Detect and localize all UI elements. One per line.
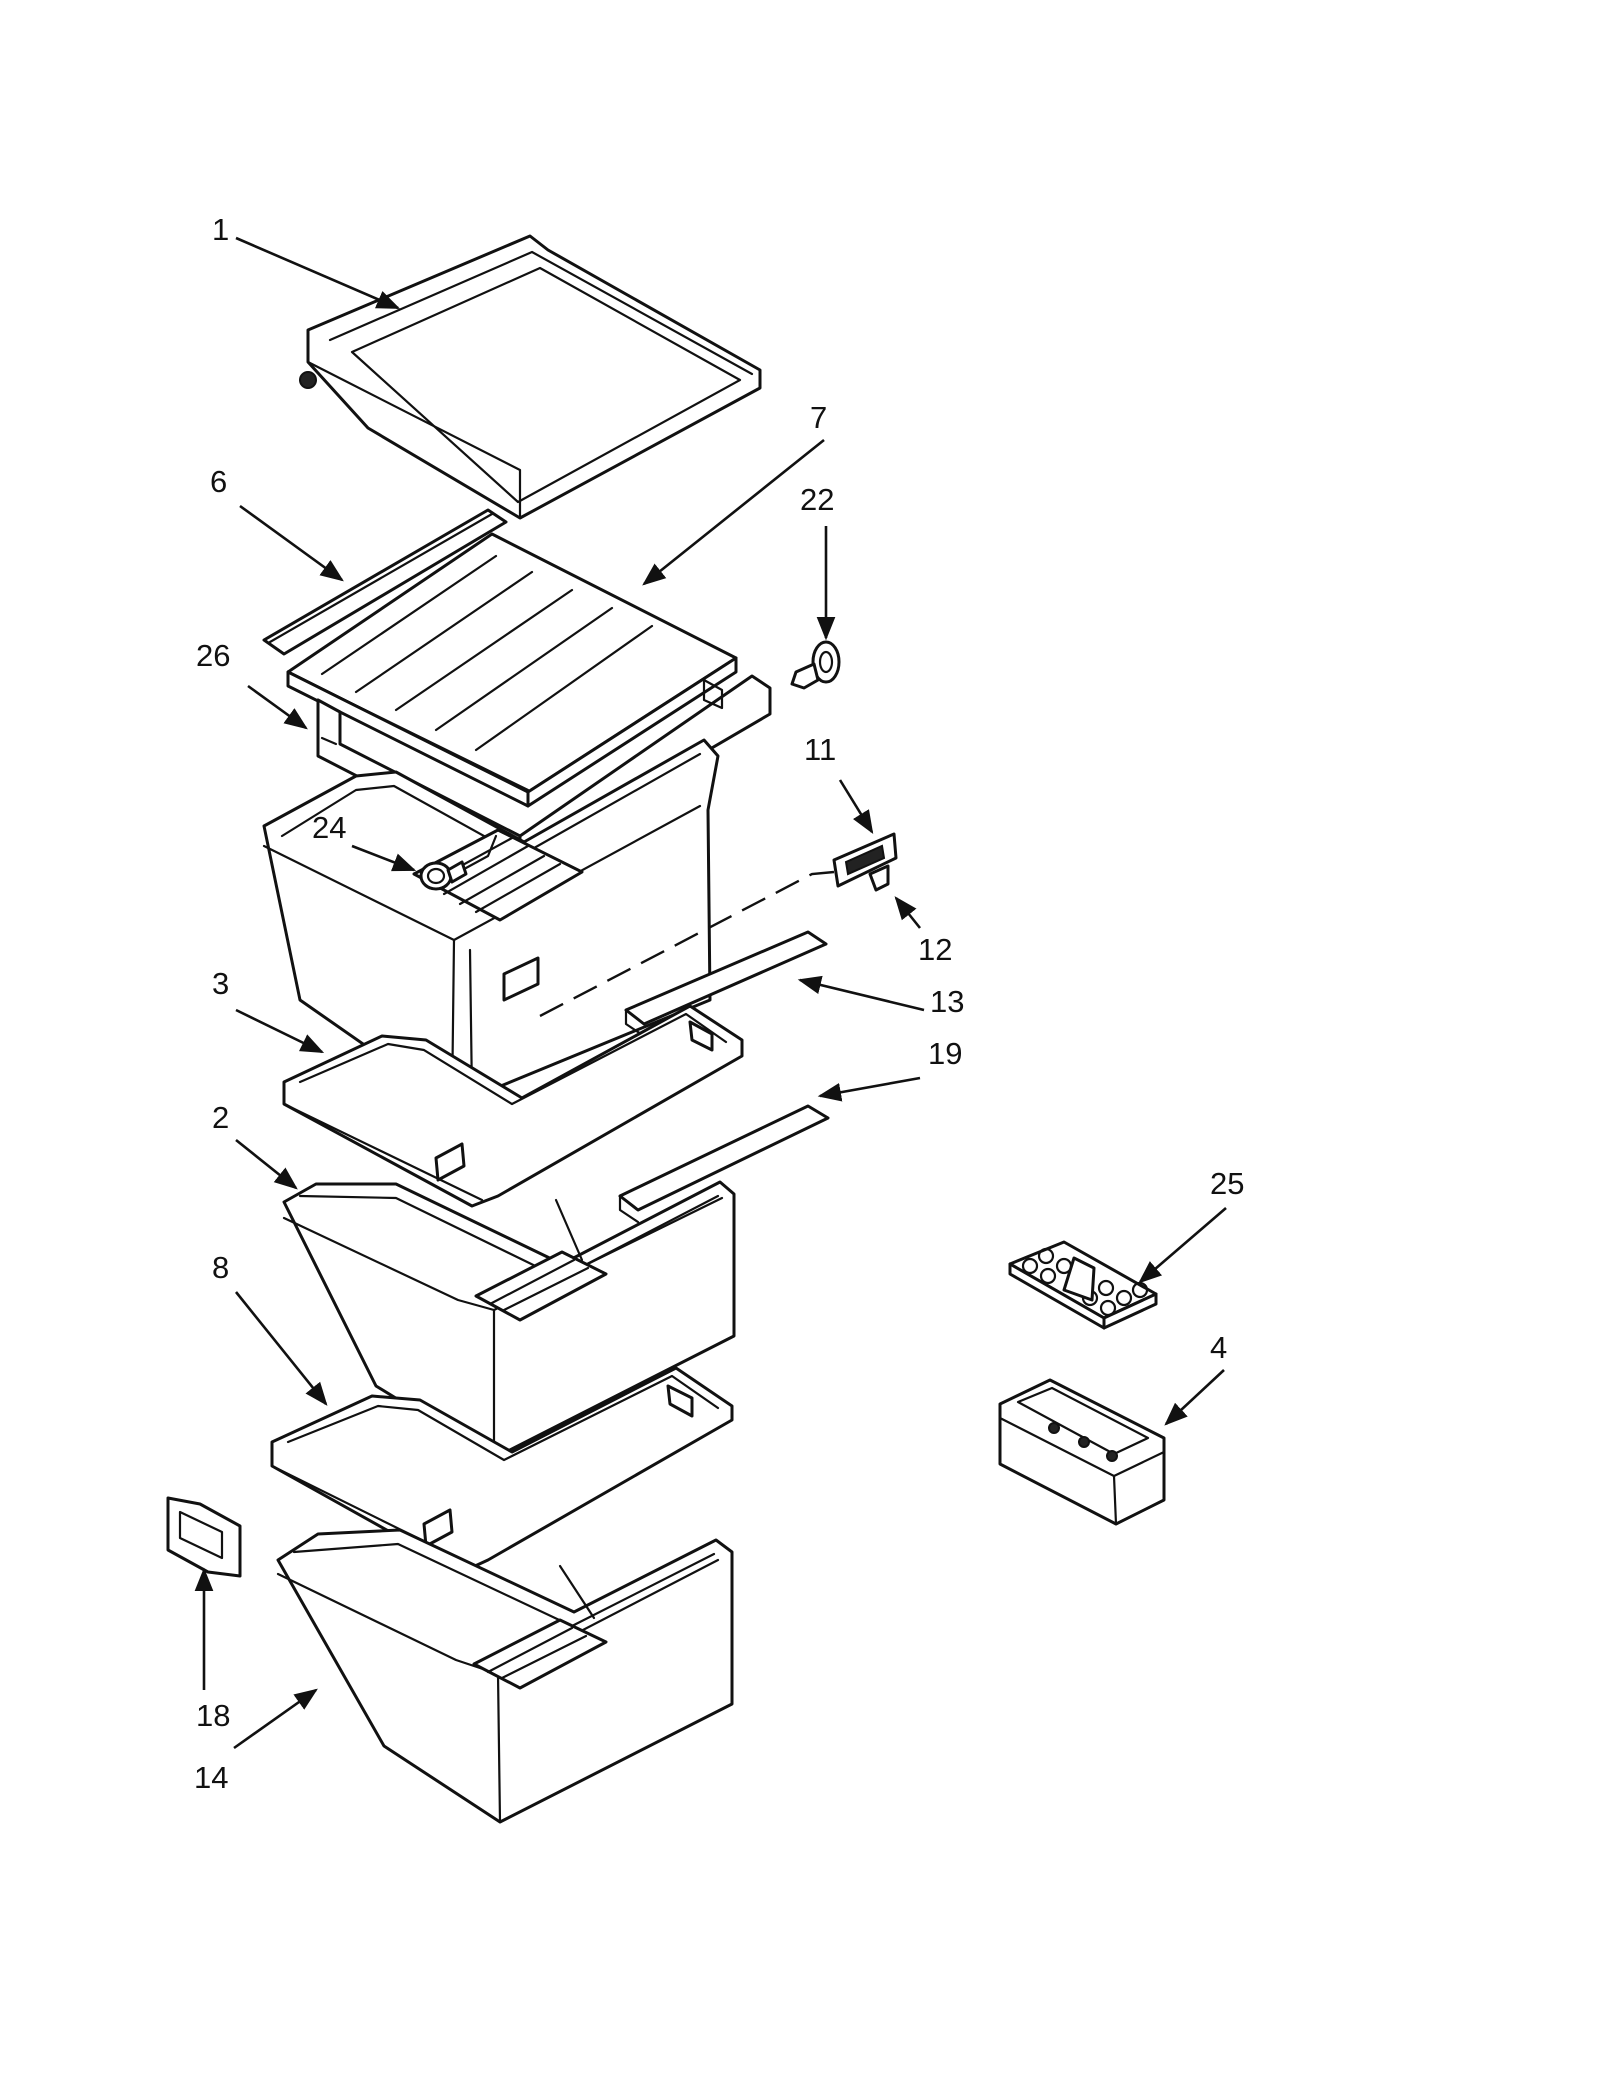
callout-22: 22 <box>800 482 834 517</box>
part-19-slide-rail <box>618 1104 830 1224</box>
part-3-crisper-frame <box>282 1004 744 1208</box>
part-2-middle-drawer <box>282 1180 736 1460</box>
callout-25: 25 <box>1210 1166 1244 1201</box>
alignment-dashed-line <box>539 870 835 1018</box>
callout-7: 7 <box>810 400 827 435</box>
part-11-part-12-clip <box>832 832 898 892</box>
callout-12: 12 <box>918 932 952 967</box>
callout-labels: 1 6 7 22 26 11 24 12 3 13 19 2 25 8 4 18… <box>194 212 1244 1795</box>
part-25-egg-tray <box>1008 1240 1158 1330</box>
callout-19: 19 <box>928 1036 962 1071</box>
callout-26: 26 <box>196 638 230 673</box>
part-18-bracket <box>166 1496 242 1578</box>
callout-24: 24 <box>312 810 346 845</box>
callout-8: 8 <box>212 1250 229 1285</box>
callout-11: 11 <box>804 732 836 767</box>
part-4-door-bin <box>998 1378 1166 1526</box>
callout-6: 6 <box>210 464 227 499</box>
part-22-roller <box>790 640 841 690</box>
part-7-glass-shelf <box>286 532 738 808</box>
callout-14: 14 <box>194 1760 228 1795</box>
callout-18: 18 <box>196 1698 230 1733</box>
part-13-slide-rail <box>624 930 828 1038</box>
callout-3: 3 <box>212 966 229 1001</box>
part-1-shelf-frame <box>299 234 762 520</box>
callout-13: 13 <box>930 984 964 1019</box>
leader-lines <box>194 236 1227 1750</box>
part-6-trim-strip <box>262 508 508 656</box>
upper-crisper-drawer <box>262 738 720 1108</box>
part-24-roller <box>419 834 498 891</box>
callout-4: 4 <box>1210 1330 1227 1365</box>
callout-2: 2 <box>212 1100 229 1135</box>
part-14-lower-drawer <box>276 1528 734 1824</box>
callout-1: 1 <box>212 212 229 247</box>
